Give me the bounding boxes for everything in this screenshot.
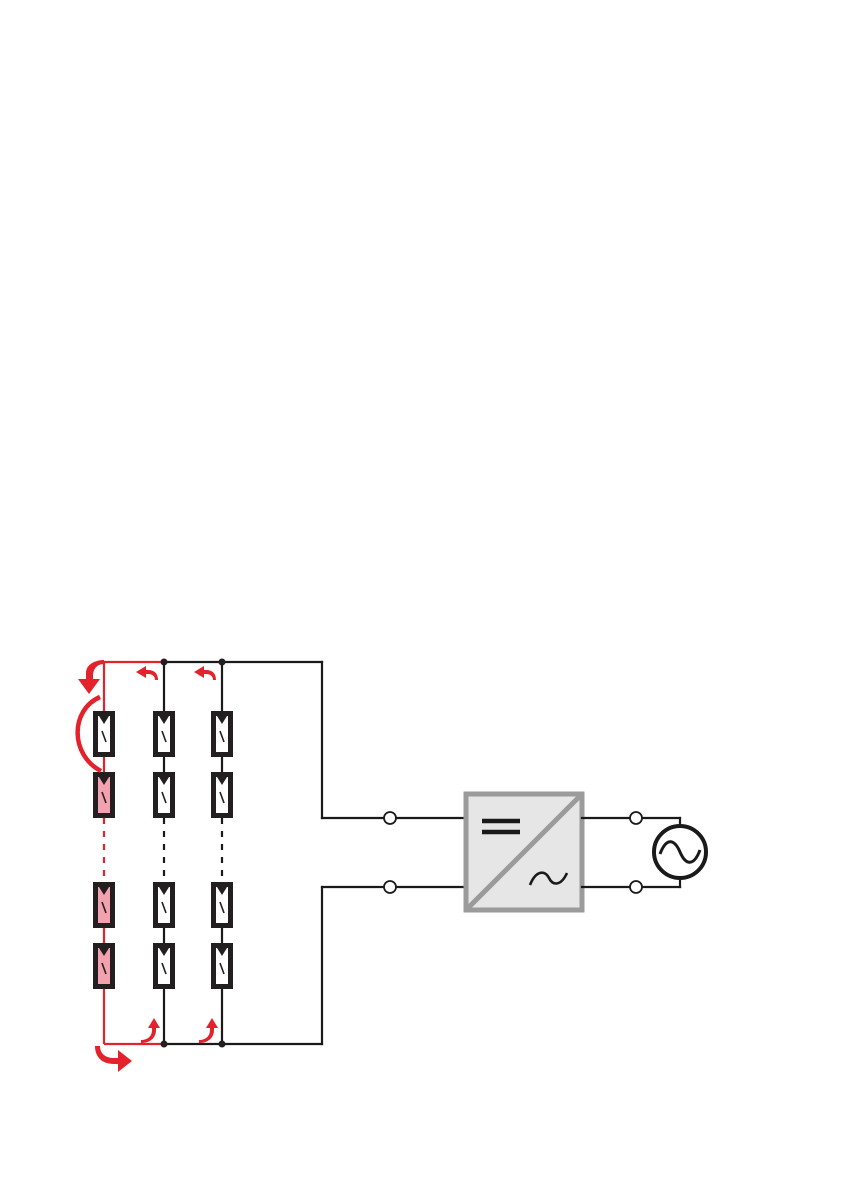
pv-module-faulty: [93, 943, 115, 989]
arrow-right-icon: [95, 1046, 132, 1072]
pv-module: [153, 943, 175, 989]
dc-terminal-positive: [384, 812, 396, 824]
arrow-left-icon: [194, 666, 216, 680]
pv-module: [211, 711, 233, 757]
pv-module: [153, 711, 175, 757]
pv-module: [211, 882, 233, 928]
ac-terminal: [630, 812, 642, 824]
pv-module-normal: [93, 711, 115, 757]
ac-terminal: [630, 881, 642, 893]
arrow-down-icon: [78, 660, 104, 694]
arrow-up-icon: [199, 1018, 218, 1043]
dc-bus-wiring: [164, 662, 466, 1044]
pv-module: [153, 882, 175, 928]
pv-module: [211, 943, 233, 989]
junction-node: [219, 659, 226, 666]
inverter: [466, 794, 582, 910]
grid-source-icon: [654, 826, 706, 878]
junction-node: [161, 659, 168, 666]
pv-module: [153, 772, 175, 818]
pv-module-faulty: [93, 772, 115, 818]
junction-node: [161, 1041, 168, 1048]
pv-module-faulty: [93, 882, 115, 928]
arrow-left-icon: [136, 666, 158, 680]
arrow-up-icon: [141, 1018, 160, 1043]
pv-module: [211, 772, 233, 818]
junction-node: [219, 1041, 226, 1048]
dc-terminal-negative: [384, 881, 396, 893]
